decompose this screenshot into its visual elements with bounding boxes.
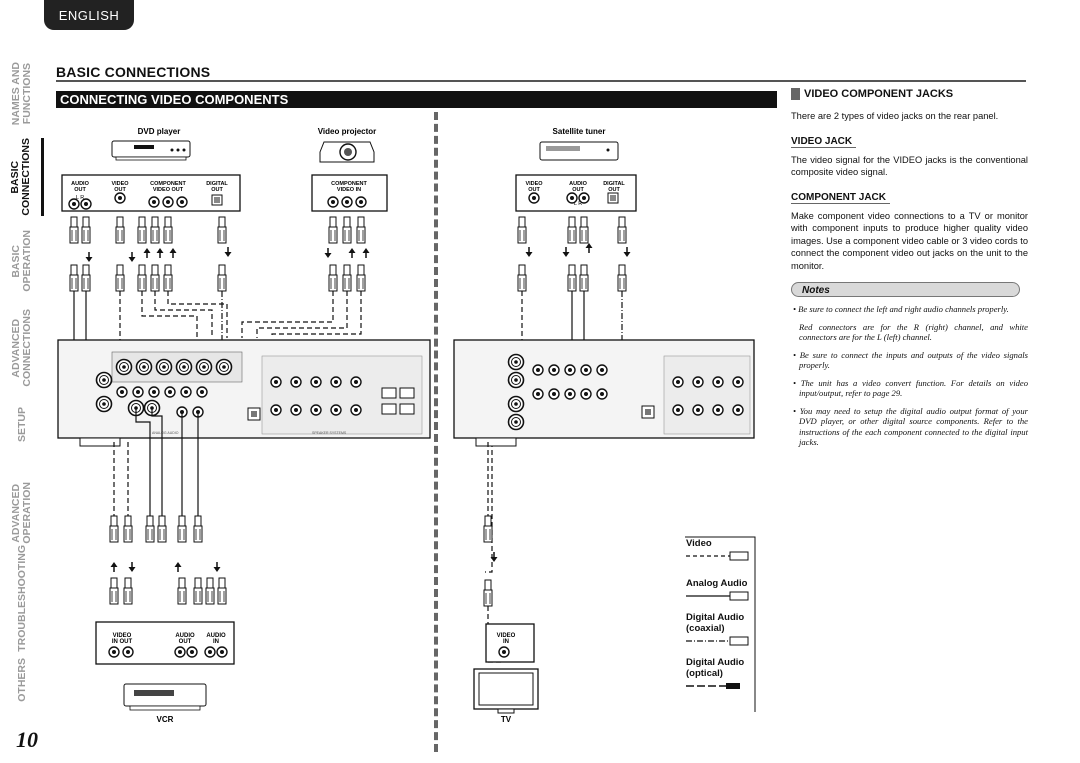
- legend-label-analog: Analog Audio: [686, 578, 748, 589]
- sidebar-item-label: ADVANCED CONNECTIONS: [10, 309, 33, 387]
- legend-analog-cable-icon: [686, 591, 749, 601]
- sidebar-item-advanced-connections[interactable]: ADVANCED CONNECTIONS: [0, 303, 44, 393]
- svg-text:AUDIO: AUDIO: [569, 181, 587, 187]
- vcr-cables: [109, 515, 227, 605]
- satellite-tuner-device: [539, 141, 619, 161]
- tv-device: [473, 668, 539, 714]
- svg-text:VIDEO: VIDEO: [113, 633, 132, 639]
- svg-text:L R: L R: [574, 201, 582, 207]
- legend-label-video: Video: [686, 538, 712, 549]
- video-projector-device: [319, 141, 375, 163]
- dvd-player-label: DVD player: [138, 127, 181, 136]
- sidebar-item-advanced-operation[interactable]: ADVANCED OPERATION: [0, 470, 44, 555]
- receiver-rear-panel-left: ANALOG AUDIO SPEAKER SYSTEMS: [57, 339, 431, 447]
- svg-text:VIDEO: VIDEO: [525, 181, 543, 187]
- connection-diagram: DVD player AUDIO OUT L R VIDEO OUT COMPO…: [57, 127, 756, 724]
- sidebar-item-troubleshooting[interactable]: TROUBLESHOOTING: [0, 545, 44, 652]
- vcr-label: VCR: [157, 715, 174, 724]
- dashed-divider: [434, 112, 438, 752]
- svg-text:VIDEO: VIDEO: [111, 181, 129, 187]
- sidebar-item-basic-operation[interactable]: BASIC OPERATION: [0, 222, 44, 300]
- note-item: Red connectors are for the R (right) cha…: [799, 321, 1028, 343]
- jacks-heading-text: VIDEO COMPONENT JACKS: [804, 88, 954, 100]
- svg-text:AUDIO: AUDIO: [206, 633, 226, 639]
- jacks-intro: There are 2 types of video jacks on the …: [791, 111, 999, 121]
- dvd-cables: [69, 216, 233, 292]
- satellite-jack-panel: VIDEO OUT AUDIO OUT L R DIGITAL OUT: [515, 174, 637, 292]
- notes-header: Notes: [791, 282, 1020, 297]
- tv-label: TV: [501, 715, 512, 724]
- note-item: • Be sure to connect the left and right …: [793, 304, 1009, 314]
- svg-text:SPEAKER SYSTEMS: SPEAKER SYSTEMS: [312, 431, 347, 435]
- sidebar-item-label: OTHERS: [15, 658, 28, 702]
- svg-text:IN OUT: IN OUT: [112, 639, 133, 645]
- svg-text:IN: IN: [503, 639, 509, 645]
- legend-label-coaxial: Digital Audio (coaxial): [686, 612, 745, 634]
- vcr-cable-runs: [113, 408, 199, 516]
- sidebar-item-label: NAMES AND FUNCTIONS: [10, 62, 33, 126]
- svg-text:COMPONENT: COMPONENT: [331, 181, 367, 187]
- sidebar-item-names-and-functions[interactable]: NAMES AND FUNCTIONS: [0, 55, 44, 133]
- svg-text:OUT: OUT: [114, 187, 126, 193]
- svg-text:OUT: OUT: [572, 187, 584, 193]
- svg-text:AUDIO: AUDIO: [71, 181, 89, 187]
- video-jack-heading: VIDEO JACK: [791, 136, 857, 148]
- sidebar-item-label: SETUP: [15, 407, 28, 443]
- sidebar-item-label: BASIC CONNECTIONS: [8, 138, 32, 216]
- sidebar-item-label: BASIC OPERATION: [10, 230, 33, 292]
- sidebar-item-label: ADVANCED OPERATION: [10, 481, 33, 544]
- svg-text:OUT: OUT: [74, 187, 86, 193]
- page-heading: CONNECTING VIDEO COMPONENTS: [56, 91, 777, 108]
- component-jack-text: Make component video connections to a TV…: [791, 210, 1028, 271]
- svg-text:VIDEO OUT: VIDEO OUT: [153, 187, 184, 193]
- legend-label-optical: Digital Audio (optical): [686, 657, 745, 679]
- svg-text:ANALOG AUDIO: ANALOG AUDIO: [152, 431, 179, 435]
- svg-text:VIDEO IN: VIDEO IN: [337, 187, 361, 193]
- svg-text:AUDIO: AUDIO: [175, 633, 195, 639]
- svg-text:OUT: OUT: [608, 187, 620, 193]
- legend-optical-cable-icon: [686, 683, 740, 689]
- svg-text:COMPONENT: COMPONENT: [150, 181, 186, 187]
- svg-text:OUT: OUT: [179, 639, 192, 645]
- dvd-jack-panel: AUDIO OUT L R VIDEO OUT COMPONENT VIDEO …: [61, 174, 241, 212]
- page-number: 10: [16, 727, 38, 752]
- jacks-heading: VIDEO COMPONENT JACKS: [791, 88, 1028, 100]
- component-jack-heading: COMPONENT JACK: [791, 192, 891, 204]
- vcr-device: [123, 683, 207, 711]
- tv-jack-panel: VIDEO IN: [485, 623, 535, 663]
- satellite-tuner-label: Satellite tuner: [553, 127, 606, 136]
- notes-list: • Be sure to connect the left and right …: [791, 304, 1028, 448]
- title-rule: [56, 80, 1026, 82]
- sidebar-item-basic-connections[interactable]: BASIC CONNECTIONS: [0, 138, 44, 216]
- video-projector-label: Video projector: [318, 127, 377, 136]
- svg-text:IN: IN: [213, 639, 219, 645]
- cable-legend: Video Analog Audio Digital Audio (coaxia…: [686, 538, 766, 698]
- svg-text:L R: L R: [76, 195, 84, 201]
- projector-jack-panel: COMPONENT VIDEO IN: [311, 174, 388, 292]
- note-item: • Be sure to connect the inputs and outp…: [793, 349, 1028, 371]
- sidebar-item-label: TROUBLESHOOTING: [15, 545, 28, 652]
- note-item: • You may need to setup the digital audi…: [793, 405, 1028, 448]
- note-item: • The unit has a video convert function.…: [793, 377, 1028, 399]
- svg-text:DIGITAL: DIGITAL: [206, 181, 228, 187]
- video-component-jacks-panel: VIDEO COMPONENT JACKS There are 2 types …: [791, 88, 1028, 448]
- svg-text:OUT: OUT: [528, 187, 540, 193]
- legend-video-cable-icon: [686, 551, 749, 561]
- sidebar-item-others[interactable]: OTHERS: [0, 650, 44, 710]
- receiver-rear-panel-right: [453, 339, 755, 447]
- svg-text:OUT: OUT: [211, 187, 223, 193]
- sidebar-item-setup[interactable]: SETUP: [0, 395, 44, 455]
- heading-marker: [791, 88, 800, 100]
- svg-text:DIGITAL: DIGITAL: [603, 181, 625, 187]
- dvd-player-device: [111, 140, 191, 161]
- section-title: BASIC CONNECTIONS: [56, 64, 211, 80]
- vcr-jack-panel: VIDEO IN OUT AUDIO OUT AUDIO IN: [95, 621, 235, 665]
- video-jack-text: The video signal for the VIDEO jacks is …: [791, 154, 1028, 178]
- legend-coaxial-cable-icon: [686, 636, 749, 646]
- language-tab[interactable]: ENGLISH: [44, 0, 134, 30]
- svg-text:VIDEO: VIDEO: [497, 633, 516, 639]
